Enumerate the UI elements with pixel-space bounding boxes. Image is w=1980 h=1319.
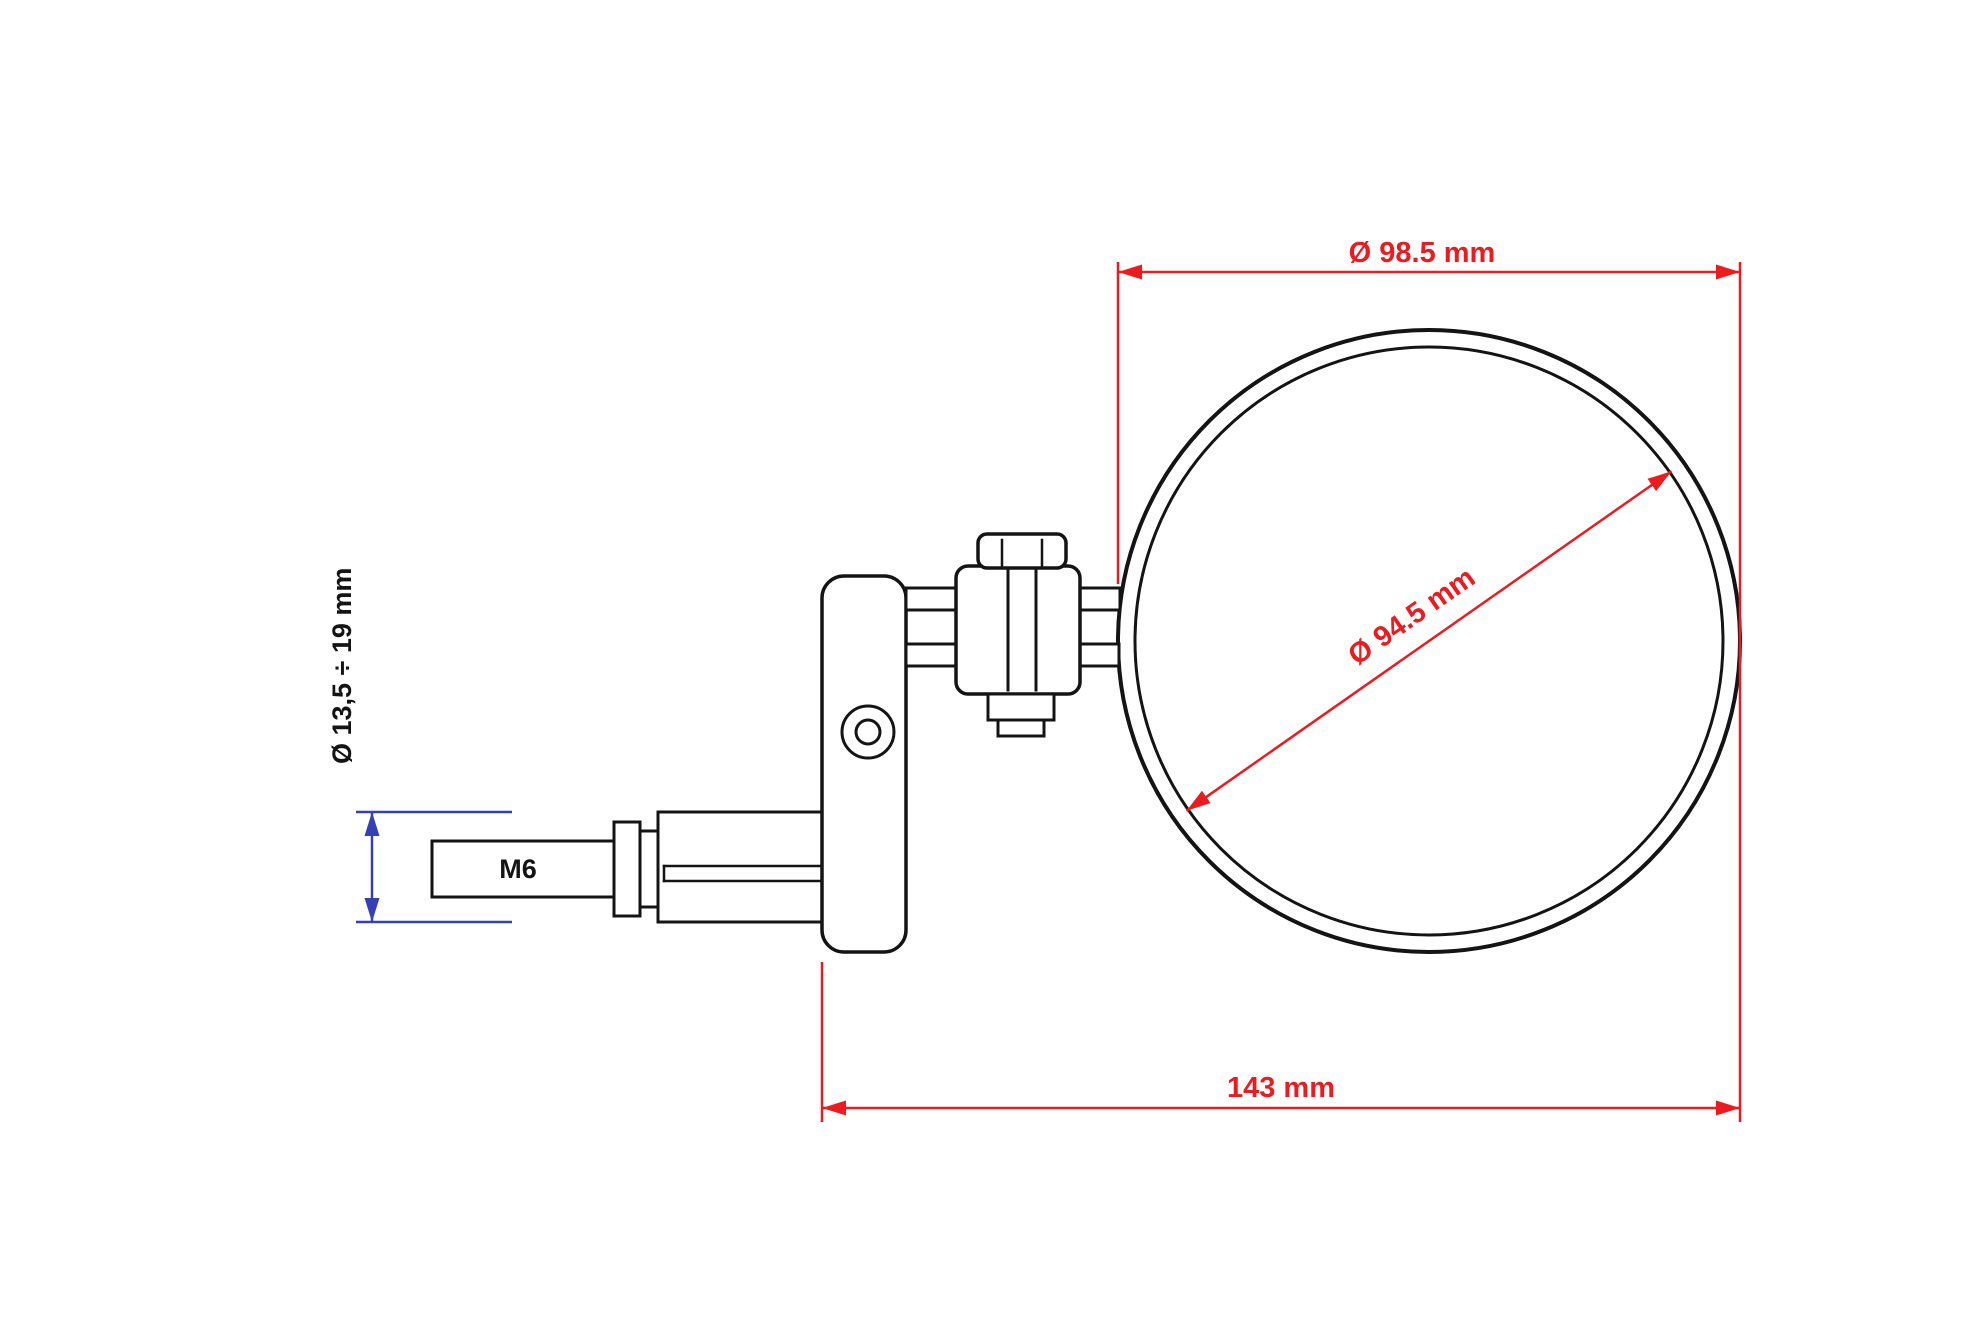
pivot-screw-outer — [840, 704, 896, 760]
overall-length-label: 143 mm — [1227, 1072, 1335, 1104]
arrowhead-right-icon — [1716, 1100, 1740, 1116]
hinge-bolt-head-facets — [1000, 538, 1044, 568]
arrowhead-up-icon — [364, 812, 380, 836]
hinge-bolt-head — [976, 532, 1068, 570]
hinge-clevis — [954, 564, 1082, 696]
linework: M6 Ø 13,5 ÷ 19 mm — [327, 328, 1742, 954]
arrowhead-right-icon — [1716, 264, 1740, 280]
pivot-screw-inner — [854, 718, 882, 746]
arrowhead-lower-left-icon — [1186, 790, 1211, 811]
arrowhead-left-icon — [1118, 264, 1142, 280]
dimension-line-glass-diameter — [1185, 470, 1673, 812]
expander-slot — [662, 864, 822, 883]
hinge-nut-collar — [996, 718, 1046, 738]
thread-label: M6 — [499, 854, 537, 884]
mirror-glass-circle — [1133, 345, 1725, 937]
arrowhead-down-icon — [364, 898, 380, 922]
clamp-body — [820, 574, 908, 954]
clevis-slot — [1006, 568, 1038, 692]
bolt-washer — [612, 820, 642, 918]
arrowhead-left-icon — [822, 1100, 846, 1116]
mounting-bolt-shaft — [430, 839, 616, 899]
bolt-collar — [638, 829, 660, 909]
clamp-range-label: Ø 13,5 ÷ 19 mm — [327, 568, 357, 764]
arrowhead-upper-right-icon — [1647, 471, 1672, 492]
hinge-nut — [986, 692, 1056, 722]
blue-dimension — [356, 810, 512, 924]
mirror-diameter-label: Ø 98.5 mm — [1349, 237, 1496, 269]
